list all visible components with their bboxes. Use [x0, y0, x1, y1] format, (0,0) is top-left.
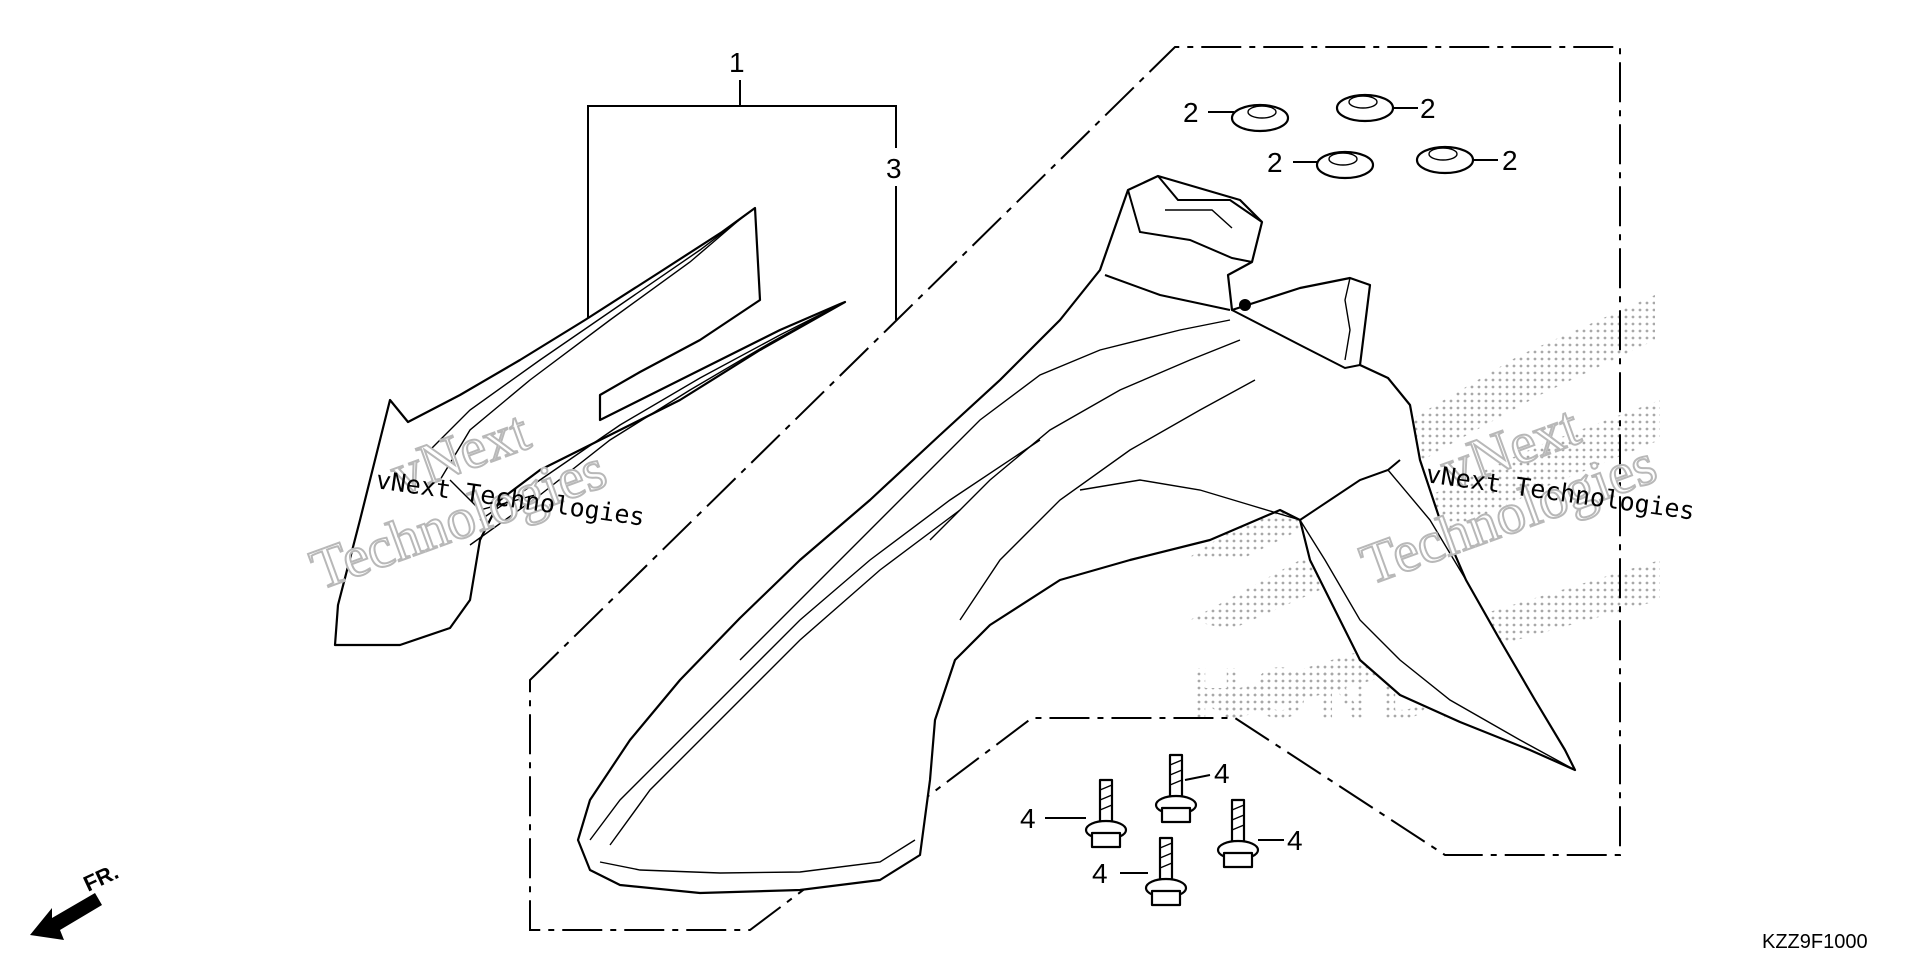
callout-2b: 2	[1420, 93, 1436, 124]
callout-4a: 4	[1214, 758, 1230, 789]
callout-1: 1	[729, 47, 745, 78]
bolt-4	[1120, 836, 1188, 907]
bolt-2	[1045, 778, 1128, 849]
bolt-1	[1154, 753, 1198, 824]
group-boundary-dashed	[529, 46, 1621, 931]
callout-4b: 4	[1020, 803, 1036, 834]
front-direction-label: FR.	[80, 859, 123, 897]
callout-3: 3	[886, 153, 902, 184]
diagram-code: KZZ9F1000	[1762, 931, 1868, 953]
bolt-1-leader	[1184, 774, 1211, 781]
item-1-bracket	[587, 80, 897, 330]
callout-2a: 2	[1183, 97, 1199, 128]
callout-4d: 4	[1092, 858, 1108, 889]
callout-2d: 2	[1502, 145, 1518, 176]
bolt-3	[1216, 798, 1284, 869]
front-fender	[576, 174, 1577, 895]
callout-4c: 4	[1287, 825, 1303, 856]
fender-decal-set	[333, 206, 847, 647]
front-direction-arrow: FR.	[30, 859, 122, 940]
grommet-4	[1415, 145, 1498, 175]
callout-2c: 2	[1267, 147, 1283, 178]
grommet-3	[1293, 150, 1375, 180]
grommet-2	[1335, 93, 1418, 123]
grommet-1	[1208, 103, 1290, 133]
